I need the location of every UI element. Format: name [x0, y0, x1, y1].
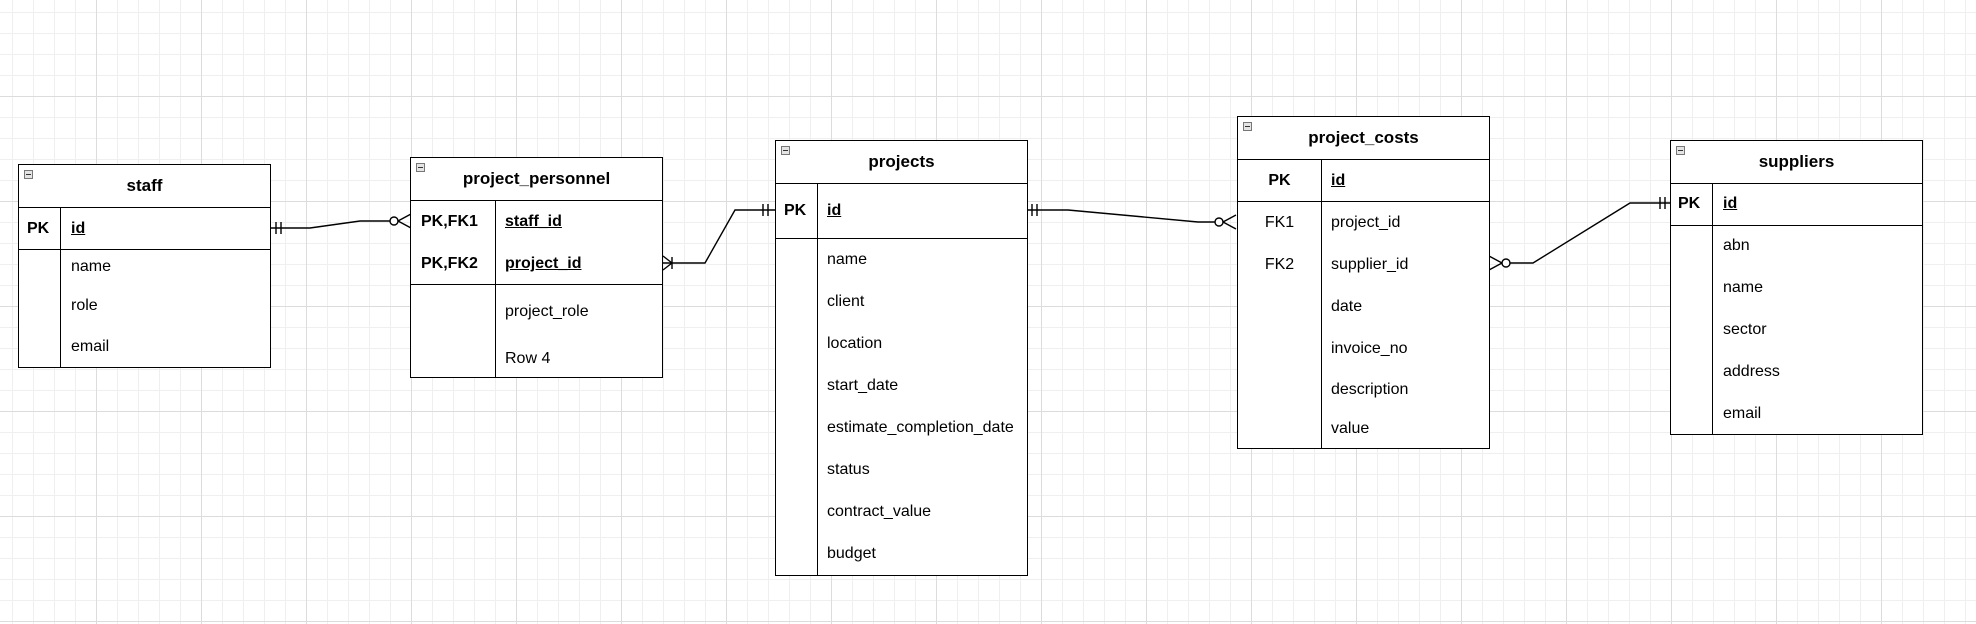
key-label: PK	[1268, 172, 1291, 189]
field-row[interactable]: start_date	[827, 377, 899, 394]
table-title: project_personnel	[462, 169, 611, 188]
field-row[interactable]: role	[71, 297, 98, 314]
relationship-costs-suppliers[interactable]	[1509, 202, 1670, 264]
key-label: PK,FK1	[421, 213, 478, 230]
field-row[interactable]: Row 4	[505, 350, 551, 367]
field-row[interactable]: budget	[827, 545, 876, 562]
field-row[interactable]: email	[1723, 405, 1762, 422]
key-column-divider	[1712, 183, 1713, 434]
cardinality-one-mark	[762, 204, 769, 216]
key-column-divider	[60, 207, 61, 367]
field-row[interactable]: date	[1331, 298, 1363, 315]
table-header[interactable]: project_personnel	[411, 158, 662, 201]
key-column-divider	[817, 183, 818, 575]
pk-separator	[19, 249, 270, 250]
key-column-divider	[1321, 159, 1322, 448]
field-project-id[interactable]: project_id	[1331, 214, 1401, 231]
key-label: PK	[1678, 195, 1701, 212]
relationship-staff-project-personnel[interactable]	[271, 220, 394, 229]
field-id[interactable]: id	[1331, 172, 1346, 189]
field-project-id[interactable]: project_id	[505, 255, 582, 272]
relationship-projects-costs[interactable]	[1027, 209, 1215, 223]
key-column-divider	[495, 200, 496, 377]
key-label: PK	[27, 220, 50, 237]
table-project-personnel[interactable]: project_personnel PK,FK1 staff_id PK,FK2…	[410, 157, 663, 378]
table-header[interactable]: suppliers	[1671, 141, 1922, 184]
field-id[interactable]: id	[71, 220, 86, 237]
cardinality-one-or-many-mark	[662, 255, 673, 271]
field-row[interactable]: name	[1723, 279, 1764, 296]
relationship-personnel-projects[interactable]	[663, 209, 775, 264]
field-row[interactable]: status	[827, 461, 870, 478]
cardinality-one-mark	[1659, 197, 1666, 209]
field-row[interactable]: name	[71, 258, 112, 275]
pk-separator	[411, 284, 662, 285]
collapse-minus-icon[interactable]	[1243, 122, 1252, 131]
key-label: PK,FK2	[421, 255, 478, 272]
field-row[interactable]: location	[827, 335, 883, 352]
collapse-minus-icon[interactable]	[416, 163, 425, 172]
field-row[interactable]: project_role	[505, 303, 589, 320]
table-title: suppliers	[1758, 152, 1835, 171]
pk-separator	[1671, 225, 1922, 226]
field-row[interactable]: client	[827, 293, 865, 310]
cardinality-zero-many-mark	[389, 213, 412, 229]
field-row[interactable]: email	[71, 338, 110, 355]
field-staff-id[interactable]: staff_id	[505, 213, 562, 230]
table-header[interactable]: staff	[19, 165, 270, 208]
field-row[interactable]: estimate_completion_date	[827, 419, 1014, 436]
table-staff[interactable]: staff PK id name role email	[18, 164, 271, 368]
table-suppliers[interactable]: suppliers PK id abn name sector address …	[1670, 140, 1923, 435]
field-row[interactable]: invoice_no	[1331, 340, 1408, 357]
collapse-minus-icon[interactable]	[24, 170, 33, 179]
cardinality-zero-many-mark	[1214, 214, 1237, 230]
pk-separator	[1238, 201, 1489, 202]
field-row[interactable]: contract_value	[827, 503, 932, 520]
table-project-costs[interactable]: project_costs PK id FK1 project_id FK2 s…	[1237, 116, 1490, 449]
field-row[interactable]: abn	[1723, 237, 1750, 254]
table-projects[interactable]: projects PK id name client location star…	[775, 140, 1028, 576]
collapse-minus-icon[interactable]	[1676, 146, 1685, 155]
field-row[interactable]: sector	[1723, 321, 1767, 338]
field-id[interactable]: id	[827, 202, 842, 219]
table-title: projects	[868, 152, 935, 171]
table-header[interactable]: project_costs	[1238, 117, 1489, 160]
cardinality-zero-many-mark	[1488, 255, 1511, 271]
pk-separator	[776, 238, 1027, 239]
key-label: FK2	[1264, 256, 1295, 273]
field-id[interactable]: id	[1723, 195, 1738, 212]
field-row[interactable]: address	[1723, 363, 1780, 380]
table-title: project_costs	[1308, 128, 1419, 147]
field-row[interactable]: description	[1331, 381, 1409, 398]
field-row[interactable]: name	[827, 251, 868, 268]
key-label: FK1	[1264, 214, 1295, 231]
collapse-minus-icon[interactable]	[781, 146, 790, 155]
field-row[interactable]: value	[1331, 420, 1370, 437]
table-header[interactable]: projects	[776, 141, 1027, 184]
table-title: staff	[126, 176, 163, 195]
cardinality-one-mark	[275, 222, 282, 234]
field-supplier-id[interactable]: supplier_id	[1331, 256, 1409, 273]
key-label: PK	[784, 202, 807, 219]
cardinality-one-mark	[1031, 204, 1038, 216]
